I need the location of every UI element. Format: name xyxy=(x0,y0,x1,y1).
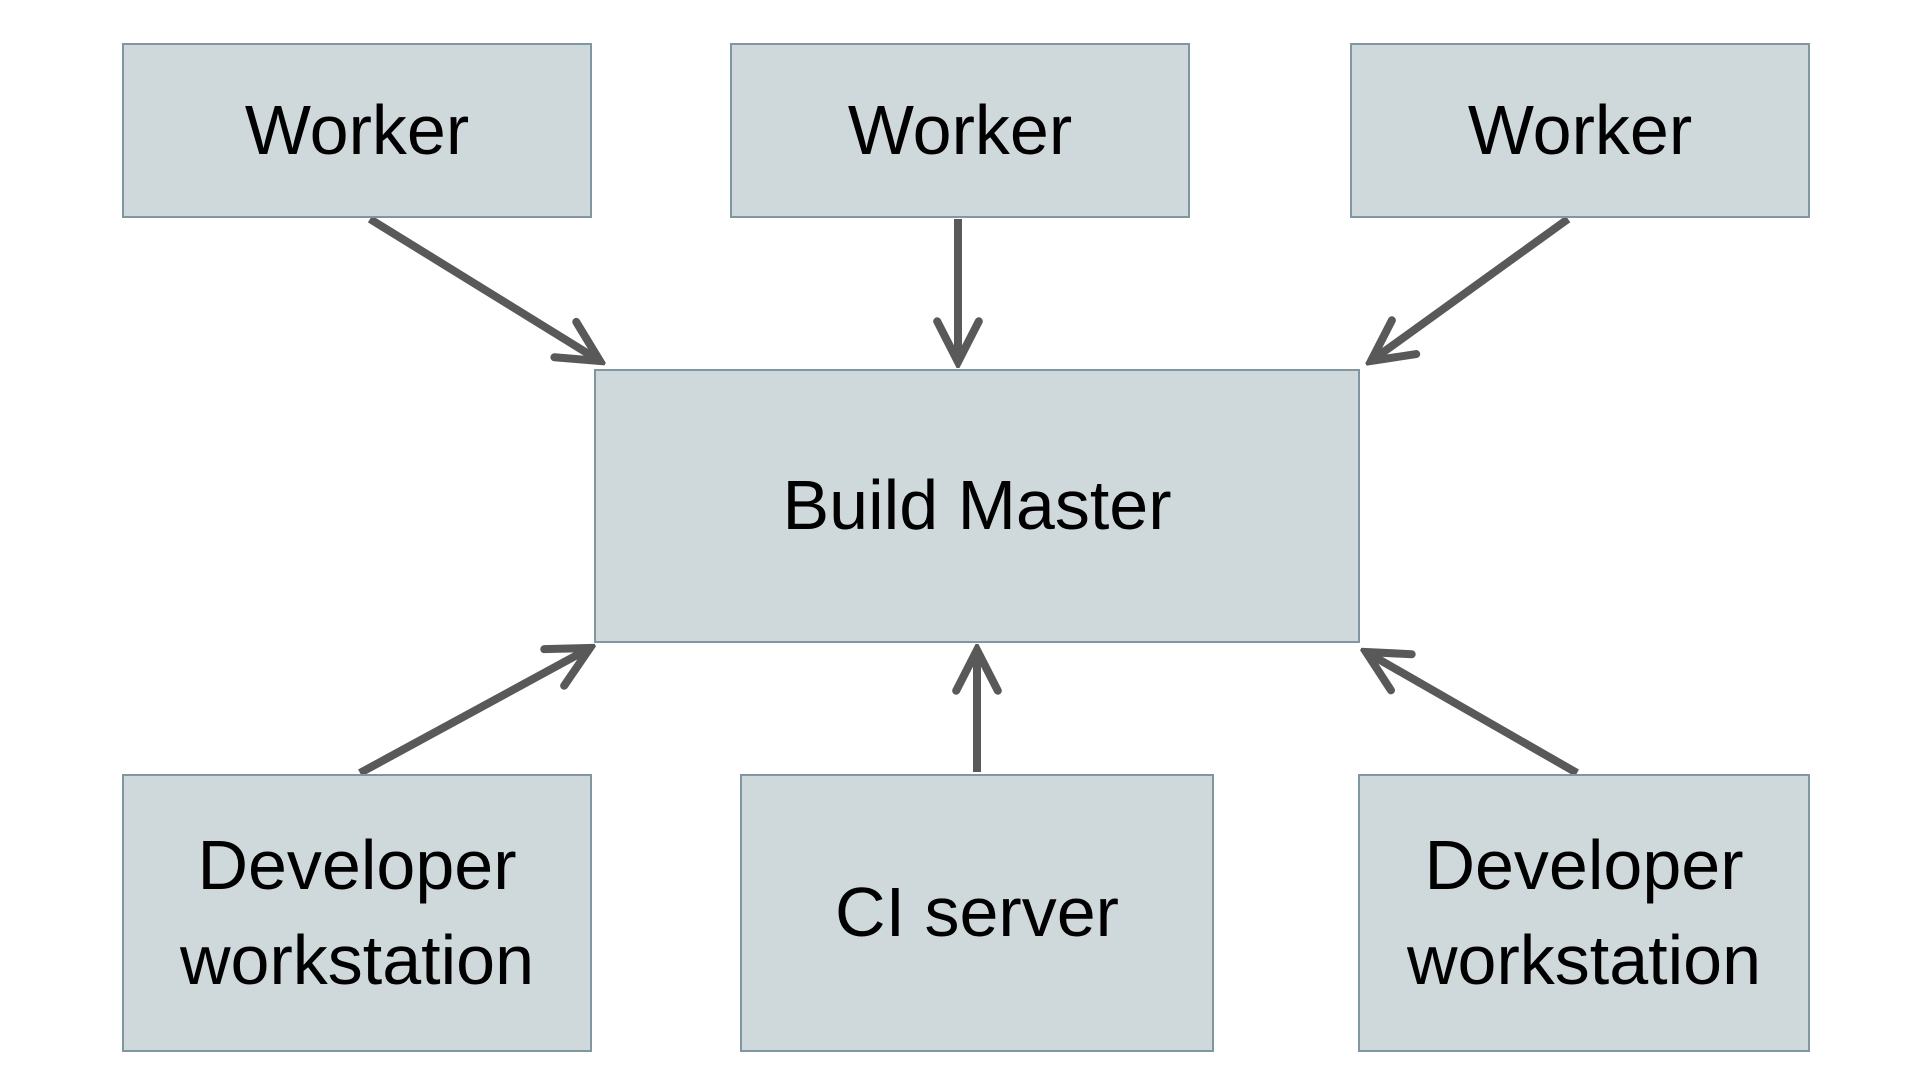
arrow-dev-right-to-build-master xyxy=(1366,652,1579,777)
node-worker-right: Worker xyxy=(1350,43,1810,218)
node-worker-center: Worker xyxy=(730,43,1190,218)
node-worker-left: Worker xyxy=(122,43,592,218)
node-developer-workstation-left: Developer workstation xyxy=(122,774,592,1052)
node-developer-workstation-left-line1: Developer xyxy=(197,825,517,904)
node-developer-workstation-right-line1: Developer xyxy=(1424,825,1744,904)
node-build-master-label: Build Master xyxy=(782,466,1172,545)
node-developer-workstation-right: Developer workstation xyxy=(1358,774,1810,1052)
node-developer-workstation-left-line2: workstation xyxy=(179,921,535,999)
node-worker-right-label: Worker xyxy=(1467,90,1693,169)
node-worker-left-label: Worker xyxy=(244,90,470,169)
node-developer-workstation-right-line2: workstation xyxy=(1406,921,1762,999)
node-worker-center-label: Worker xyxy=(847,90,1073,169)
node-ci-server-label: CI server xyxy=(835,873,1119,952)
arrow-dev-left-to-build-master xyxy=(358,648,590,777)
arrow-worker-left-to-build-master xyxy=(367,215,600,361)
arrow-worker-right-to-build-master xyxy=(1371,215,1571,361)
node-build-master: Build Master xyxy=(594,369,1360,643)
node-ci-server: CI server xyxy=(740,774,1214,1052)
